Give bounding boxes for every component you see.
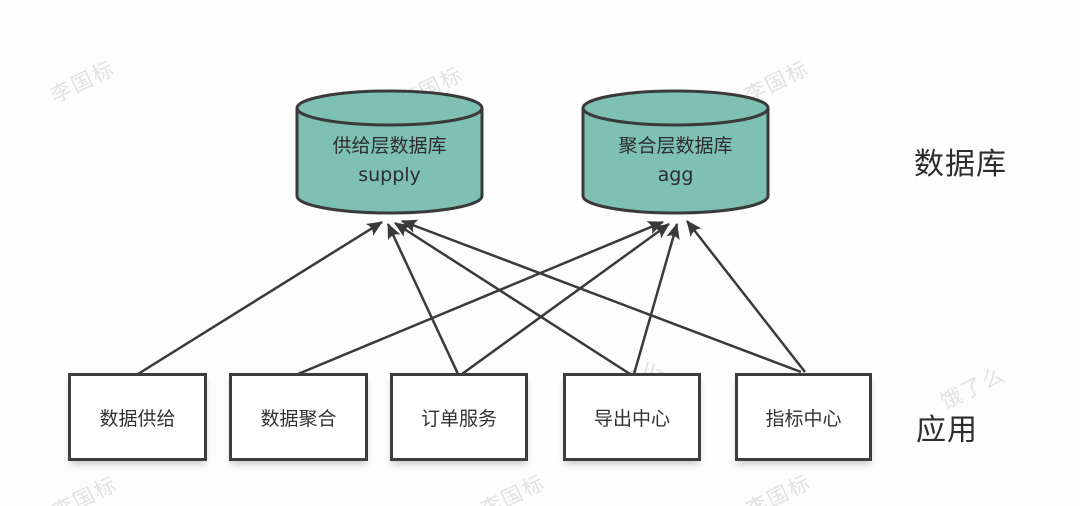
database-supply-name: 供给层数据库	[332, 135, 447, 157]
app-box-metric-center: 指标中心	[735, 373, 872, 461]
database-supply-subtitle: supply	[358, 164, 421, 186]
tier-label-apps: 应用	[916, 413, 978, 448]
database-agg-subtitle: agg	[657, 164, 694, 186]
app-box-label: 指标中心	[765, 407, 842, 430]
arrow-app5-agg	[686, 220, 806, 373]
app-box-label: 数据供给	[99, 407, 176, 430]
app-box-label: 导出中心	[593, 407, 670, 430]
database-agg-name: 聚合层数据库	[618, 135, 733, 157]
app-box-order-service: 订单服务	[390, 373, 528, 461]
arrow-app4-supply	[394, 221, 631, 376]
app-box-export-center: 导出中心	[563, 373, 701, 461]
app-box-data-agg: 数据聚合	[229, 373, 368, 461]
arrow-app3-agg	[461, 222, 670, 376]
app-box-data-supply: 数据供给	[68, 373, 207, 461]
arrow-app2-agg	[297, 220, 664, 376]
arrow-app5-supply	[401, 219, 802, 374]
database-agg-shape	[581, 89, 770, 215]
database-supply-shape	[295, 89, 484, 215]
connection-arrows	[137, 219, 806, 376]
app-box-label: 数据聚合	[260, 407, 337, 430]
app-box-label: 订单服务	[420, 407, 497, 430]
database-agg: 聚合层数据库 agg	[583, 132, 768, 190]
database-supply: 供给层数据库 supply	[297, 132, 482, 190]
arrow-app1-supply	[137, 220, 383, 376]
arrow-app3-supply	[386, 223, 460, 375]
tier-label-databases: 数据库	[914, 147, 1007, 182]
arrow-app4-agg	[632, 223, 680, 375]
